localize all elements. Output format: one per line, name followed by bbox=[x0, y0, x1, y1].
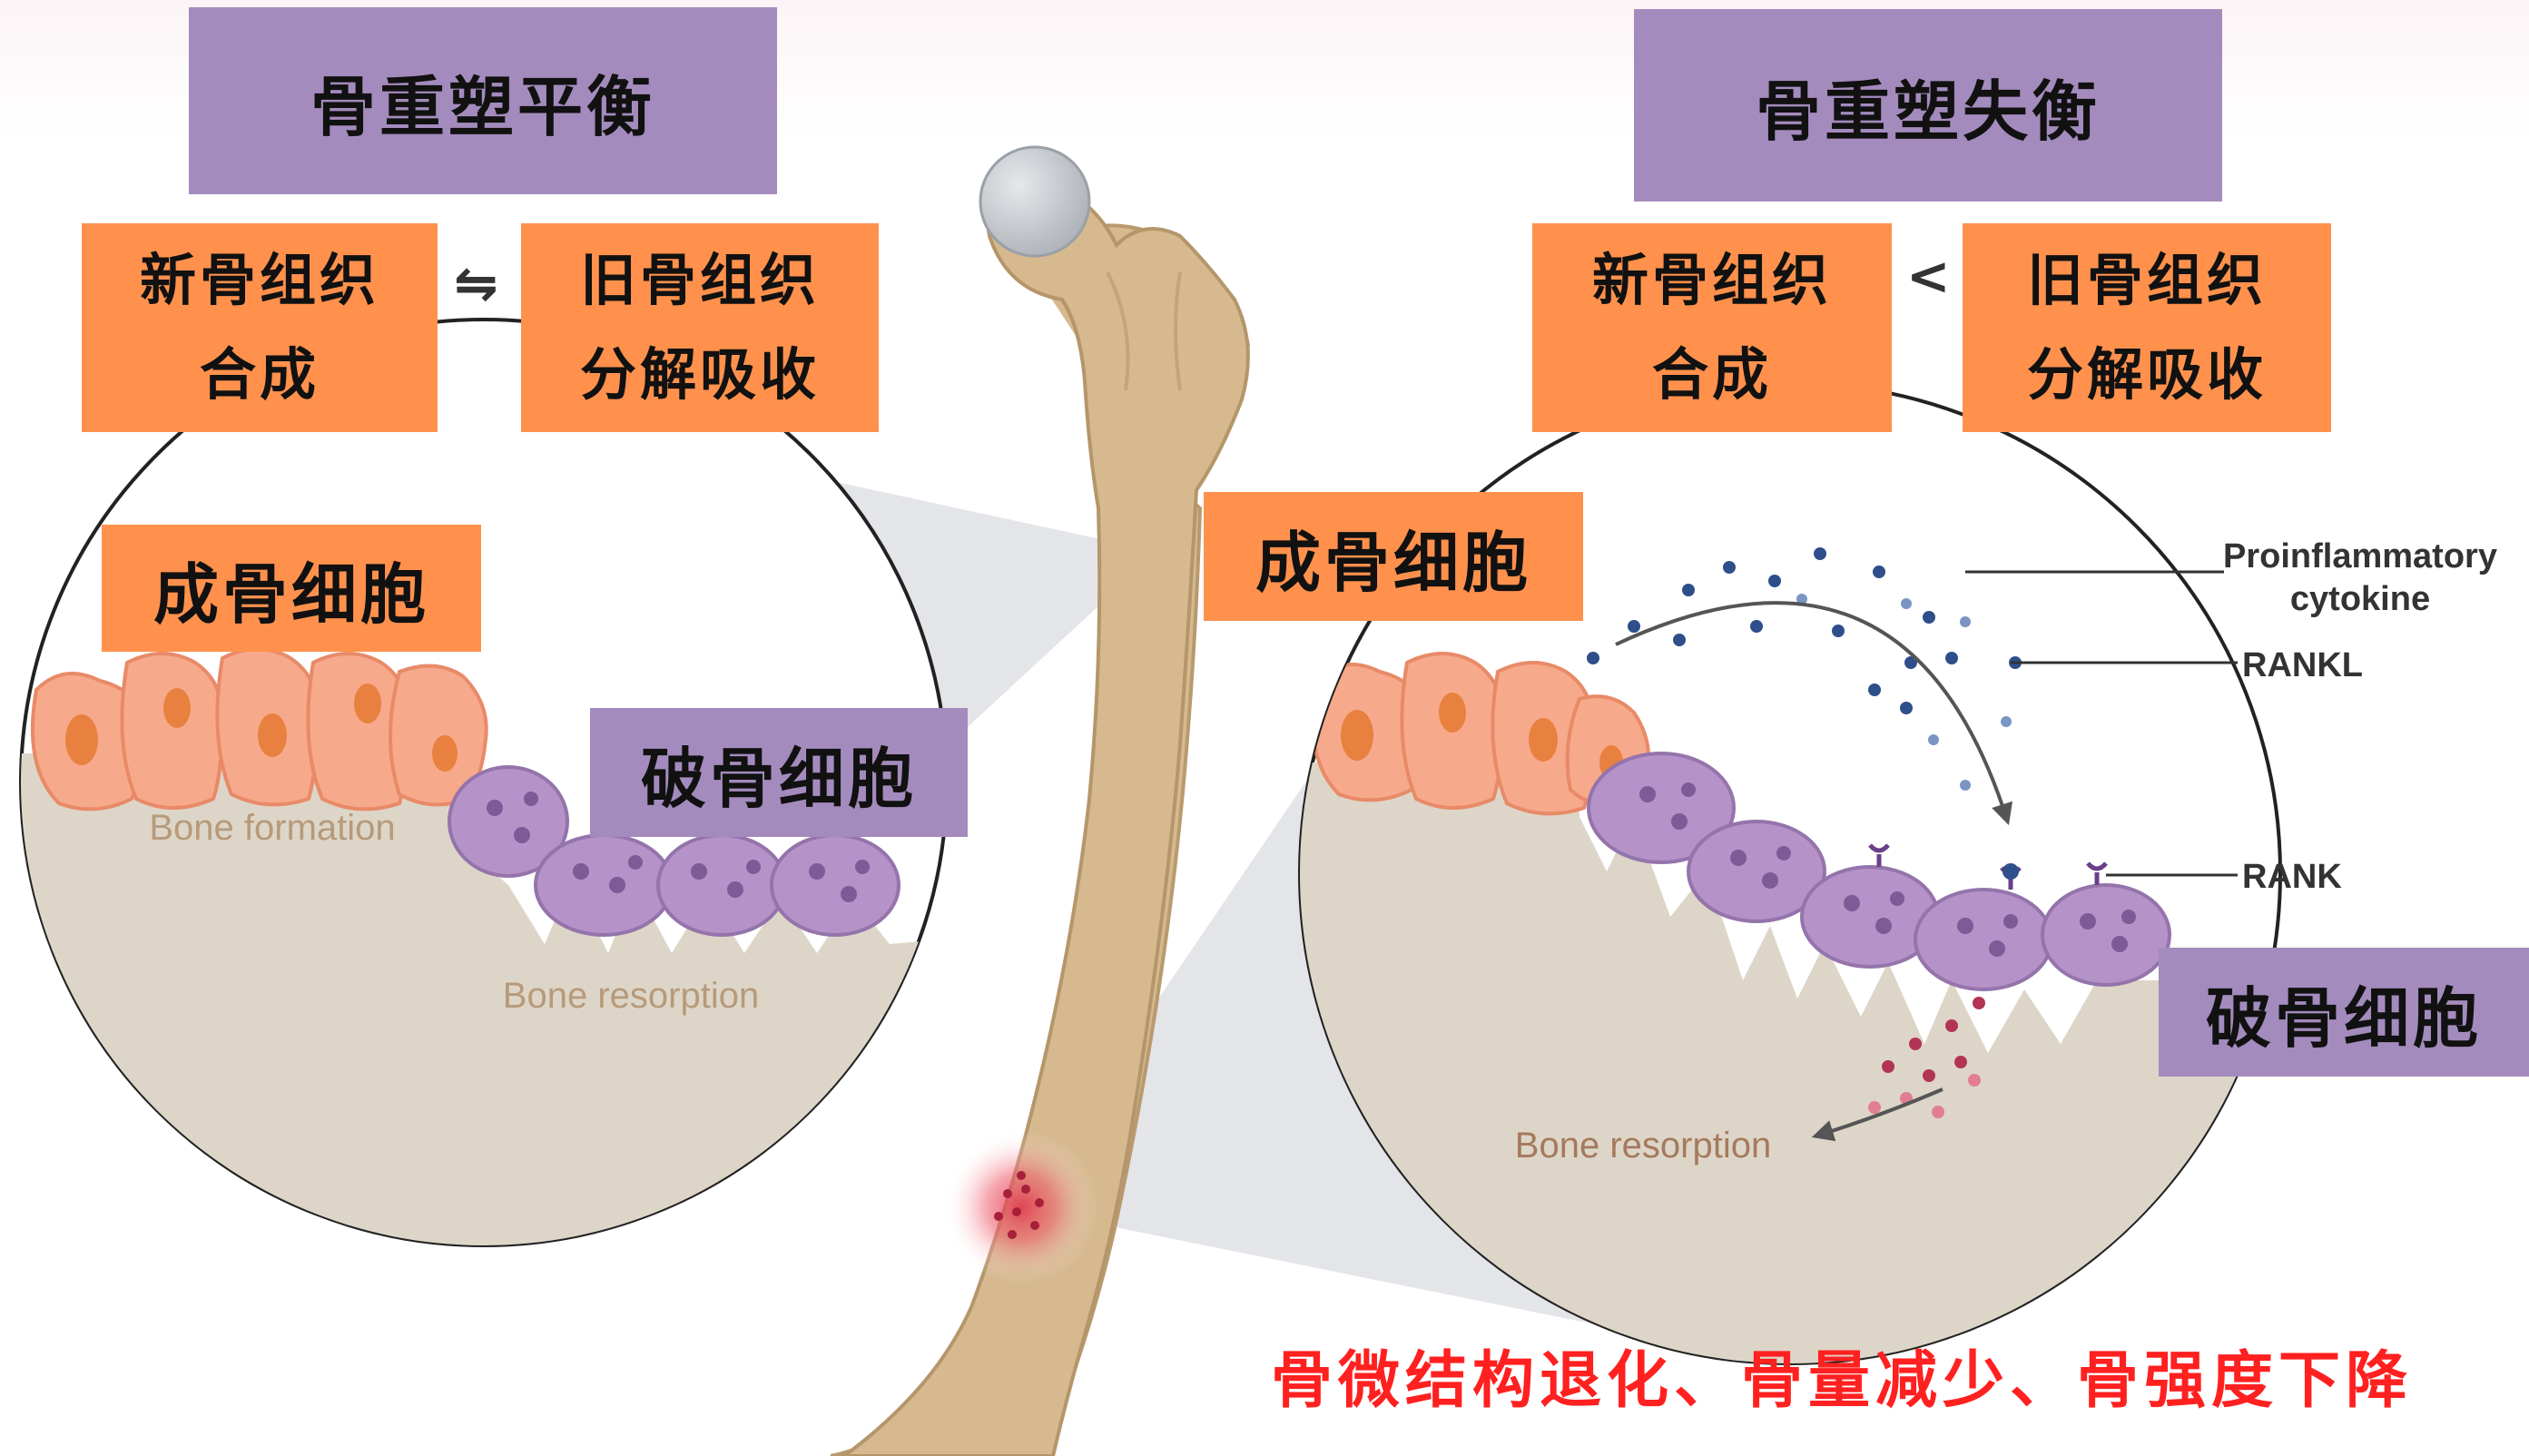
right-new-bone-line2: 合成 bbox=[1652, 328, 1772, 422]
right-osteoclast-text: 破骨细胞 bbox=[2206, 965, 2482, 1060]
bone-resorption-label-right: Bone resorption bbox=[1515, 1126, 1771, 1166]
bone-resorption-label-left: Bone resorption bbox=[503, 976, 759, 1016]
cytokine-label-line2: cytokine bbox=[2290, 580, 2430, 618]
cytokine-label-line1: Proinflammatory bbox=[2223, 537, 2497, 576]
left-title-text: 骨重塑平衡 bbox=[310, 54, 655, 149]
left-new-bone-line2: 合成 bbox=[200, 328, 320, 422]
right-panel-title: 骨重塑失衡 bbox=[1634, 9, 2222, 202]
left-osteoclast-text: 破骨细胞 bbox=[641, 725, 917, 821]
left-new-bone-line1: 新骨组织 bbox=[140, 233, 379, 328]
left-osteoclast-label: 破骨细胞 bbox=[590, 708, 968, 837]
right-new-bone-line1: 新骨组织 bbox=[1592, 233, 1832, 328]
left-panel-title: 骨重塑平衡 bbox=[189, 7, 777, 194]
left-osteoblast-label: 成骨细胞 bbox=[102, 525, 481, 652]
right-old-bone-line2: 分解吸收 bbox=[2027, 328, 2267, 422]
right-osteoclast-label: 破骨细胞 bbox=[2159, 948, 2529, 1077]
rank-label: RANK bbox=[2242, 858, 2342, 896]
left-new-bone-box: 新骨组织 合成 bbox=[82, 223, 438, 432]
right-old-bone-box: 旧骨组织 分解吸收 bbox=[1963, 223, 2331, 432]
left-relation-symbol: ⇋ bbox=[454, 252, 498, 314]
femoral-head bbox=[980, 147, 1089, 256]
right-title-text: 骨重塑失衡 bbox=[1756, 58, 2101, 153]
left-old-bone-line2: 分解吸收 bbox=[580, 328, 820, 422]
right-relation-symbol: < bbox=[1906, 245, 1951, 307]
right-osteoblast-label: 成骨细胞 bbox=[1204, 492, 1583, 621]
right-osteoblast-text: 成骨细胞 bbox=[1255, 509, 1531, 605]
right-old-bone-line1: 旧骨组织 bbox=[2027, 233, 2267, 328]
bone-lesion bbox=[944, 1130, 1098, 1284]
left-old-bone-line1: 旧骨组织 bbox=[580, 233, 820, 328]
left-old-bone-box: 旧骨组织 分解吸收 bbox=[521, 223, 879, 432]
right-new-bone-box: 新骨组织 合成 bbox=[1532, 223, 1892, 432]
left-osteoblast-text: 成骨细胞 bbox=[153, 541, 429, 636]
bone-formation-label: Bone formation bbox=[149, 808, 395, 848]
consequence-caption: 骨微结构退化、骨量减少、骨强度下降 bbox=[1271, 1330, 2529, 1421]
rankl-label: RANKL bbox=[2242, 646, 2363, 684]
